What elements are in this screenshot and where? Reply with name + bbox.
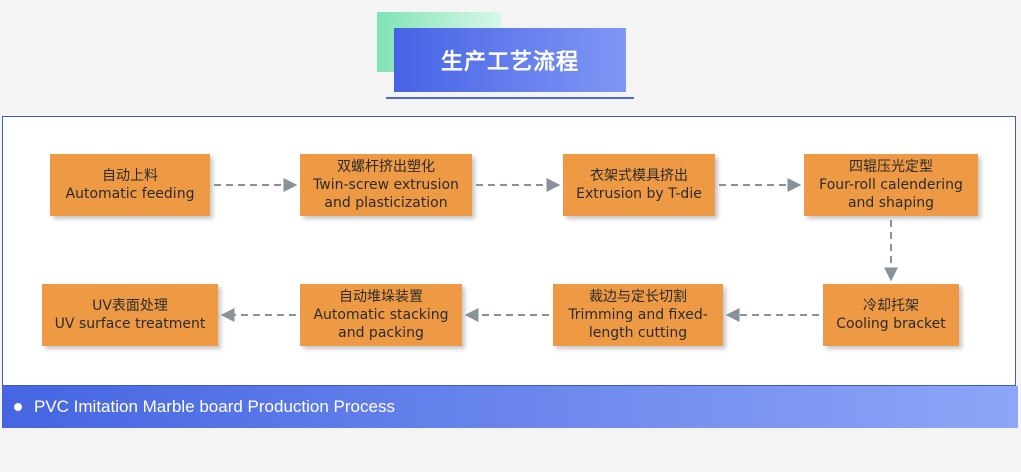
step-zh-label: 自动堆垛装置	[339, 289, 423, 305]
caption-banner: PVC Imitation Marble board Production Pr…	[2, 386, 1018, 428]
step-en-label: Automatic feeding	[65, 186, 195, 202]
step-en-label: and shaping	[847, 195, 935, 211]
step-zh-label: 四辊压光定型	[849, 159, 933, 175]
step-en-label: Four-roll calendering	[819, 177, 963, 193]
step-en-label: and packing	[338, 325, 424, 341]
step-t-die-extrusion: 衣架式模具挤出 Extrusion by T-die	[563, 154, 715, 216]
step-en-label: Cooling bracket	[836, 316, 946, 332]
step-uv-surface-treatment: UV表面处理 UV surface treatment	[42, 284, 218, 346]
step-zh-label: 衣架式模具挤出	[590, 168, 688, 184]
step-trimming-cutting: 裁边与定长切割 Trimming and fixed- length cutti…	[553, 284, 723, 346]
step-zh-label: 冷却托架	[863, 298, 919, 314]
step-zh-label: 自动上料	[102, 168, 158, 184]
step-en-label: Automatic stacking	[313, 307, 449, 323]
title-underline	[386, 97, 634, 99]
step-en-label: UV surface treatment	[54, 316, 206, 332]
step-zh-label: 裁边与定长切割	[589, 289, 687, 305]
step-cooling-bracket: 冷却托架 Cooling bracket	[823, 284, 959, 346]
step-en-label: length cutting	[588, 325, 688, 341]
step-four-roll-calendering: 四辊压光定型 Four-roll calendering and shaping	[804, 154, 978, 216]
caption-text: PVC Imitation Marble board Production Pr…	[34, 397, 395, 416]
step-en-label: Extrusion by T-die	[576, 186, 702, 202]
step-automatic-stacking: 自动堆垛装置 Automatic stacking and packing	[300, 284, 462, 346]
page-title: 生产工艺流程	[394, 28, 626, 92]
step-zh-label: UV表面处理	[92, 298, 168, 314]
step-automatic-feeding: 自动上料 Automatic feeding	[50, 154, 210, 216]
bullet-dot-icon	[14, 403, 22, 411]
step-en-label: Trimming and fixed-	[568, 307, 708, 323]
step-en-label: and plasticization	[324, 195, 448, 211]
step-zh-label: 双螺杆挤出塑化	[337, 159, 435, 175]
step-twin-screw-extrusion: 双螺杆挤出塑化 Twin-screw extrusion and plastic…	[300, 154, 472, 216]
step-en-label: Twin-screw extrusion	[313, 177, 459, 193]
